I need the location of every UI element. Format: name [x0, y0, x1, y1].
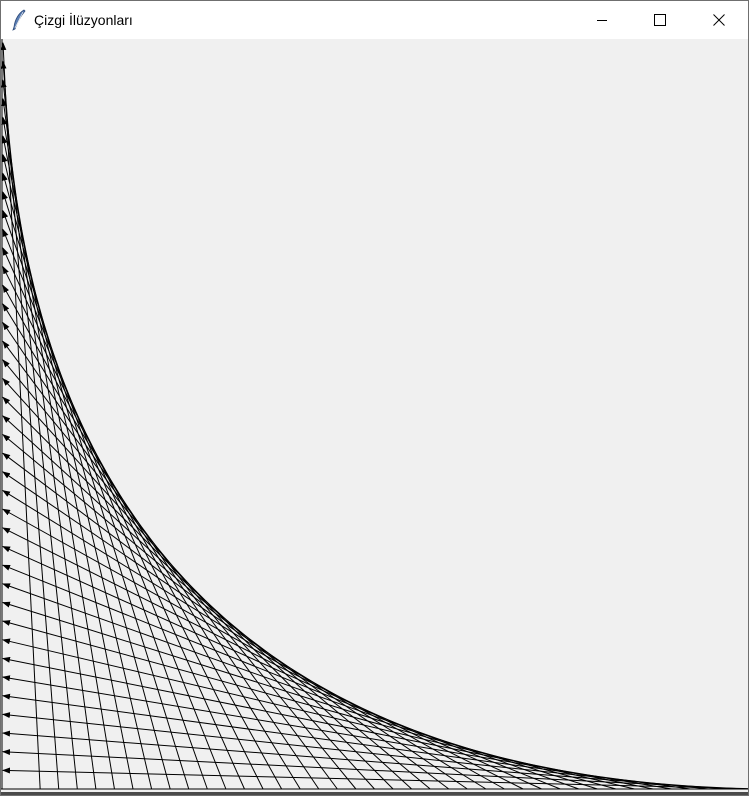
illusion-line: [2, 583, 579, 790]
illusion-line: [2, 508, 505, 790]
illusion-line: [2, 434, 431, 790]
illusion-line: [2, 656, 654, 790]
illusion-line: [2, 712, 709, 790]
minimize-icon: [597, 20, 607, 21]
illusion-line: [2, 730, 728, 790]
drawing-canvas[interactable]: [1, 39, 748, 793]
close-icon: [713, 14, 725, 26]
illusion-line: [2, 675, 672, 790]
feather-icon: [12, 9, 26, 31]
illusion-line: [2, 767, 748, 790]
illusion-line: [2, 749, 747, 790]
window-bottom-edge: [1, 792, 748, 795]
title-bar[interactable]: Çizgi İlüzyonları: [1, 1, 748, 39]
illusion-line: [2, 546, 542, 790]
line-illusion-drawing: [1, 39, 748, 790]
minimize-button[interactable]: [573, 1, 631, 39]
maximize-button[interactable]: [631, 1, 689, 39]
window-title: Çizgi İlüzyonları: [34, 12, 133, 28]
illusion-line: [2, 693, 691, 790]
close-button[interactable]: [690, 1, 748, 39]
maximize-icon: [654, 14, 666, 26]
illusion-line: [2, 396, 394, 790]
illusion-line: [2, 415, 412, 790]
